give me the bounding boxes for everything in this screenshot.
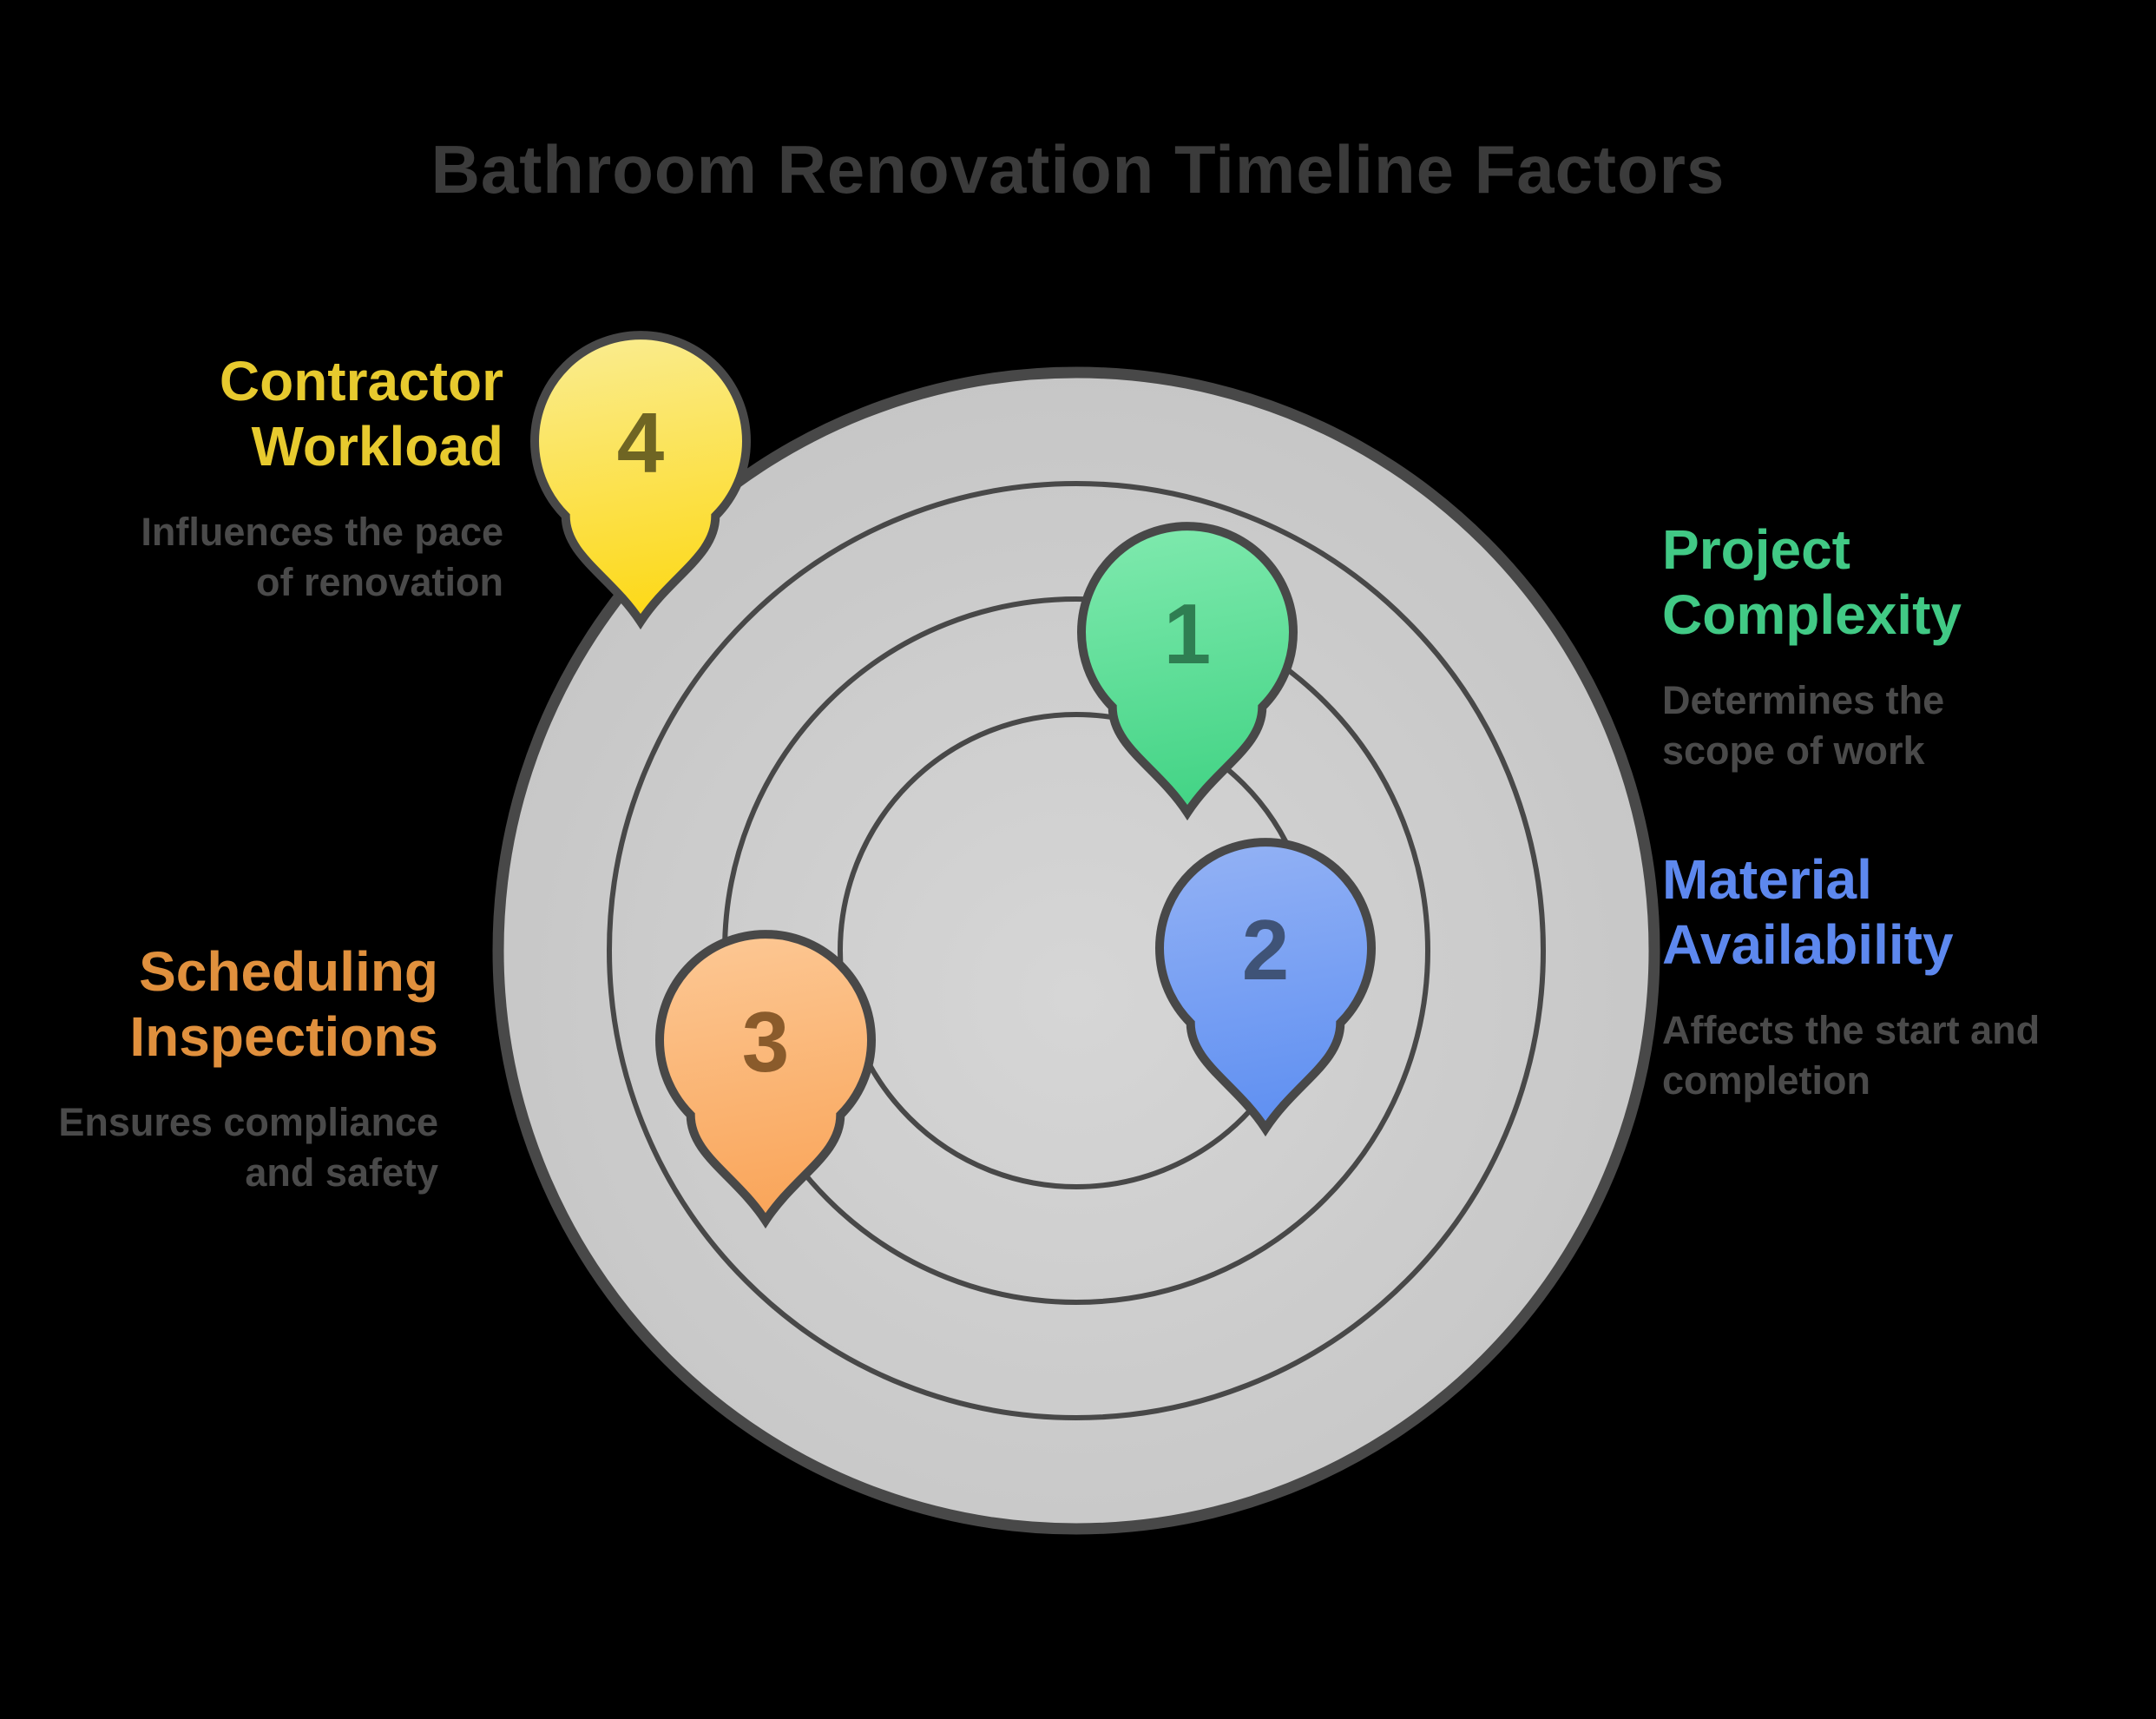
pin-material-availability: 2 (1155, 838, 1376, 1137)
label-contractor-workload: Contractor Workload Influences the pace … (0, 349, 503, 609)
page-title: Bathroom Renovation Timeline Factors (431, 131, 1725, 207)
factor-description-line: Influences the pace (141, 509, 503, 554)
factor-description-line: completion (1662, 1058, 1871, 1103)
factor-description: Determines the scope of work (1662, 675, 2148, 777)
factor-title-line: Material (1662, 848, 1872, 911)
factor-description-line: of renovation (255, 560, 503, 605)
factor-description: Influences the pace of renovation (0, 507, 503, 609)
factor-description: Ensures compliance and safety (0, 1097, 438, 1199)
factor-description-line: Ensures compliance (58, 1099, 438, 1144)
pin-number: 4 (617, 395, 665, 491)
factor-title: Project Complexity (1662, 517, 2148, 648)
pin-project-complexity: 1 (1077, 522, 1298, 821)
map-pin-icon (655, 930, 876, 1229)
pin-number: 2 (1242, 902, 1290, 998)
factor-title: Scheduling Inspections (0, 939, 438, 1070)
factor-description-line: Affects the start and (1662, 1007, 2041, 1052)
pin-number: 1 (1164, 586, 1212, 682)
factor-description-line: and safety (245, 1150, 438, 1195)
factor-description-line: scope of work (1662, 728, 1925, 774)
factor-description: Affects the start and completion (1662, 1005, 2148, 1107)
pin-number: 3 (742, 994, 790, 1090)
map-pin-icon (1077, 522, 1298, 821)
factor-title-line: Scheduling (139, 940, 438, 1003)
map-pin-icon (1155, 838, 1376, 1137)
factor-title-line: Availability (1662, 912, 1954, 976)
outer-circle (492, 366, 1660, 1535)
ring-circle-3 (607, 481, 1546, 1420)
map-pin-icon (530, 331, 751, 630)
label-material-availability: Material Availability Affects the start … (1662, 847, 2148, 1107)
factor-title: Contractor Workload (0, 349, 503, 479)
factor-title: Material Availability (1662, 847, 2148, 978)
factor-title-line: Workload (251, 414, 503, 478)
factor-title-line: Project (1662, 518, 1850, 581)
label-scheduling-inspections: Scheduling Inspections Ensures complianc… (0, 939, 438, 1199)
factor-title-line: Complexity (1662, 583, 1962, 646)
factor-title-line: Inspections (129, 1004, 438, 1068)
factor-title-line: Contractor (219, 350, 503, 412)
label-project-complexity: Project Complexity Determines the scope … (1662, 517, 2148, 777)
pin-scheduling-inspections: 3 (655, 930, 876, 1229)
pin-contractor-workload: 4 (530, 331, 751, 630)
factor-description-line: Determines the (1662, 677, 1945, 722)
